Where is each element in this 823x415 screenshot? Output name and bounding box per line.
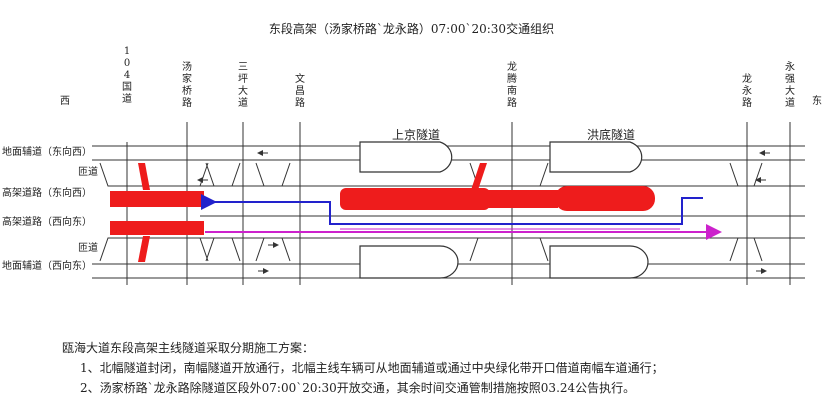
direction-west: 西 [60,96,70,107]
diagram-title: 东段高架（汤家桥路`龙永路）07:00`20:30交通组织 [268,22,555,36]
direction-east: 东 [812,96,822,107]
plan-item-1: 1、北幅隧道封闭，南幅隧道开放通行，北幅主线车辆可从地面辅道或通过中央绿化带开口… [80,361,664,375]
lane-label-ground-south: 地面辅道（西向东） [2,261,92,272]
lane-label-ground-north: 地面辅道（东向西） [2,147,92,158]
lane-label-ramp-bottom: 匝道 [78,243,98,254]
lane-label-elevated-south: 高架道路（西向东） [2,217,92,228]
tunnel-label-qiaodi: 洪底隧道 [587,128,636,142]
plan-item-2: 2、汤家桥路`龙永路除隧道区段外07:00`20:30开放交通，其余时间交通管制… [80,381,636,395]
road-label-wenchang: 文昌路 [295,74,305,109]
road-label-104: 104国道 [122,46,132,105]
road-label-yongqiang: 永强大道 [785,62,795,109]
road-label-longteng: 龙腾南路 [507,62,517,109]
lane-label-ramp-top: 匝道 [78,167,98,178]
westbound-detour-route [201,194,703,225]
lane-label-elevated-north: 高架道路（东向西） [2,188,92,199]
closed-sections [110,163,655,262]
road-label-longyong: 龙永路 [742,74,752,109]
lane-arrows [197,150,770,274]
tunnel-label-shangjing: 上京隧道 [392,128,441,142]
road-label-sanping: 三坪大道 [238,62,248,109]
tunnel-shapes [359,141,649,279]
ramp-shapes [99,162,763,262]
plan-heading: 瓯海大道东段高架主线隧道采取分期施工方案： [62,341,315,355]
road-label-tangjiaqiao: 汤家桥路 [182,62,192,109]
